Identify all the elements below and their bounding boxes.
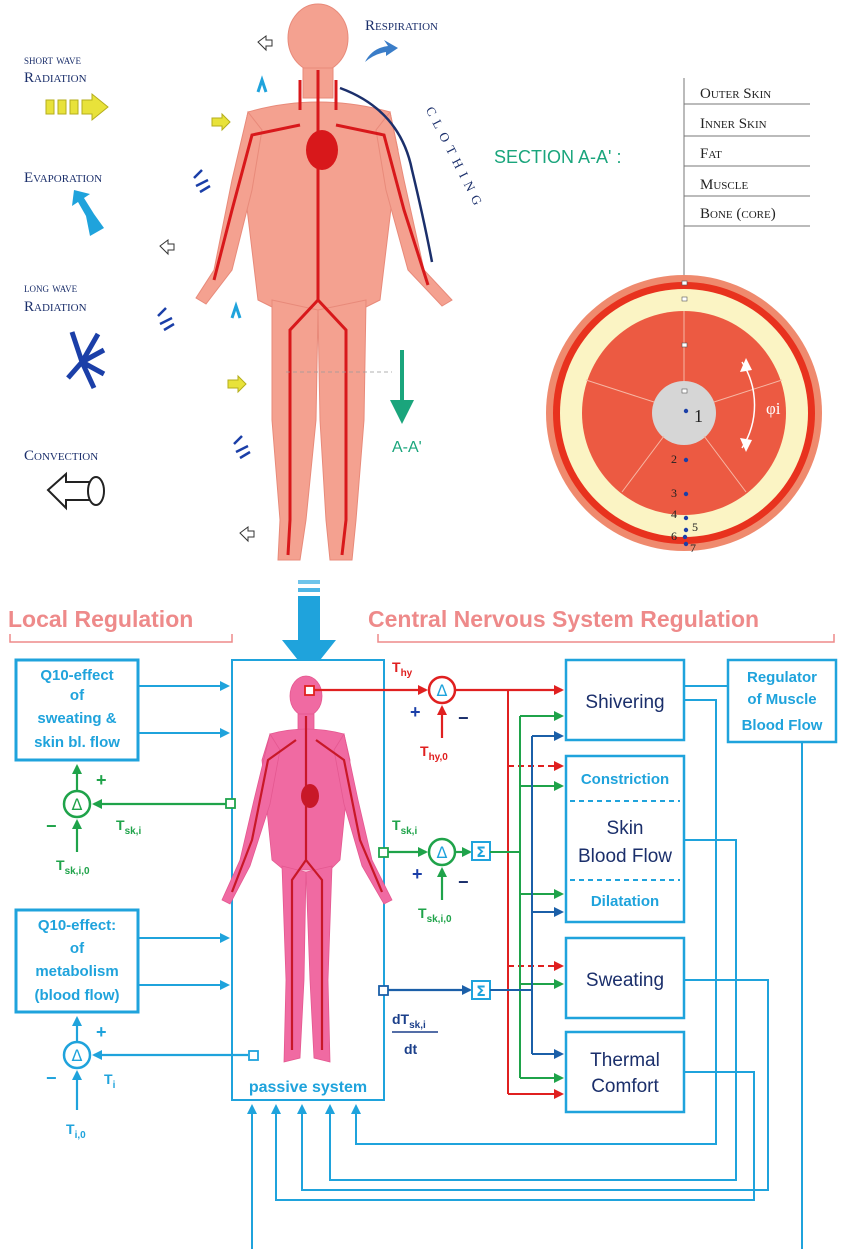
local-t-ski0: Tsk,i,0 xyxy=(56,857,90,877)
body-head xyxy=(288,4,348,72)
skin-blood-flow-line-1: Skin xyxy=(607,818,644,839)
central-t-ski: Tsk,i xyxy=(392,817,417,837)
sensor-hypothalamus xyxy=(305,686,314,695)
red-distribution xyxy=(508,690,562,1094)
section-title: SECTION A-A' : xyxy=(494,147,621,167)
local-tissue-minus: − xyxy=(46,1068,57,1088)
q10-metabolism-line-2: of xyxy=(70,940,85,957)
body-right-leg xyxy=(318,300,366,560)
clothing-label: CLOTHING xyxy=(423,104,488,213)
layer-outer-skin: Outer Skin xyxy=(700,86,771,102)
layer-bone: Bone (core) xyxy=(700,206,776,222)
local-tissue-delta: Δ xyxy=(72,1046,83,1065)
thermal-comfort-line-2: Comfort xyxy=(591,1076,659,1097)
node-6: 6 xyxy=(671,529,677,543)
evaporation-arrow-icon xyxy=(72,190,104,236)
short-wave-arrow-icon xyxy=(46,94,108,120)
node-7: 7 xyxy=(690,541,696,555)
body-left-leg xyxy=(272,300,318,560)
angle-label: φi xyxy=(766,399,781,418)
q10-metabolism-line-3: metabolism xyxy=(35,963,118,980)
q10-sweating-line-3: sweating & xyxy=(37,710,116,727)
node-1: 1 xyxy=(694,406,703,426)
long-wave-arrows-icon xyxy=(68,332,104,388)
node-3: 3 xyxy=(671,486,677,500)
heart-icon xyxy=(306,130,338,170)
respiration-arrow-icon xyxy=(365,40,398,62)
body-illustration xyxy=(196,4,452,560)
q10-metabolism-line-4: (blood flow) xyxy=(35,987,120,1004)
local-skin-minus: − xyxy=(46,816,57,836)
muscle-regulator-line-1: Regulator xyxy=(747,669,817,686)
central-regulation-title: Central Nervous System Regulation xyxy=(368,606,759,632)
muscle-regulator-line-3: Blood Flow xyxy=(742,717,823,734)
central-skin-plus: + xyxy=(412,864,423,884)
rate-numerator: dTsk,i xyxy=(392,1011,426,1031)
section-marker-label: A-A' xyxy=(392,439,422,456)
local-t-i0: Ti,0 xyxy=(66,1121,86,1141)
node-4: 4 xyxy=(671,507,677,521)
q10-sweating-line-1: Q10-effect xyxy=(40,667,113,684)
cross-section: φi xyxy=(546,275,822,551)
sensor-skin-right xyxy=(379,848,388,857)
rate-denominator: dt xyxy=(404,1041,418,1057)
local-skin-delta: Δ xyxy=(72,795,83,814)
central-rate-sigma: Σ xyxy=(476,984,486,1000)
green-distribution xyxy=(490,716,562,1078)
layer-fat: Fat xyxy=(700,146,722,162)
central-hy-minus: − xyxy=(458,708,469,728)
layer-inner-skin: Inner Skin xyxy=(700,116,767,132)
central-skin-sigma: Σ xyxy=(476,845,486,861)
central-hy-delta: Δ xyxy=(437,681,448,700)
evaporation-label: Evaporation xyxy=(24,170,102,186)
dilatation-label: Dilatation xyxy=(591,893,659,910)
central-t-ski0: Tsk,i,0 xyxy=(418,905,452,925)
skin-blood-flow-line-2: Blood Flow xyxy=(578,846,672,867)
section-arrow-icon xyxy=(390,400,414,424)
local-regulation-title: Local Regulation xyxy=(8,606,193,632)
central-hy-plus: + xyxy=(410,702,421,722)
long-wave-label-2: Radiation xyxy=(24,299,87,315)
central-t-hy: Thy xyxy=(392,659,413,679)
convection-label: Convection xyxy=(24,448,98,464)
sensor-skin-left xyxy=(226,799,235,808)
sweating-label: Sweating xyxy=(586,970,664,991)
short-wave-label-1: short wave xyxy=(24,52,82,67)
respiration-label: Respiration xyxy=(365,18,438,34)
sensor-skin-rate xyxy=(379,986,388,995)
constriction-label: Constriction xyxy=(581,771,669,788)
thermal-comfort-box xyxy=(566,1032,684,1112)
node-2: 2 xyxy=(671,452,677,466)
shivering-label: Shivering xyxy=(585,692,664,713)
short-wave-label-2: Radiation xyxy=(24,70,87,86)
long-wave-label-1: long wave xyxy=(24,280,78,295)
central-skin-delta: Δ xyxy=(437,843,448,862)
layer-muscle: Muscle xyxy=(700,177,748,193)
local-t-ski: Tsk,i xyxy=(116,817,141,837)
central-skin-minus: − xyxy=(458,872,469,892)
convection-arrow-icon xyxy=(48,474,92,508)
muscle-regulator-line-2: of Muscle xyxy=(747,691,816,708)
local-bracket xyxy=(10,634,232,642)
local-t-i: Ti xyxy=(104,1071,116,1091)
passive-heart-icon xyxy=(301,784,319,808)
q10-metabolism-line-1: Q10-effect: xyxy=(38,917,116,934)
thermal-comfort-line-1: Thermal xyxy=(590,1050,660,1071)
sensor-tissue xyxy=(249,1051,258,1060)
local-tissue-plus: + xyxy=(96,1022,107,1042)
passive-system-label: passive system xyxy=(249,1079,367,1096)
node-5: 5 xyxy=(692,520,698,534)
central-bracket xyxy=(378,634,834,642)
convection-cylinder-icon xyxy=(88,477,104,505)
local-skin-plus: + xyxy=(96,770,107,790)
q10-sweating-line-2: of xyxy=(70,687,85,704)
central-t-hy0: Thy,0 xyxy=(420,743,448,763)
q10-sweating-line-4: skin bl. flow xyxy=(34,734,120,751)
